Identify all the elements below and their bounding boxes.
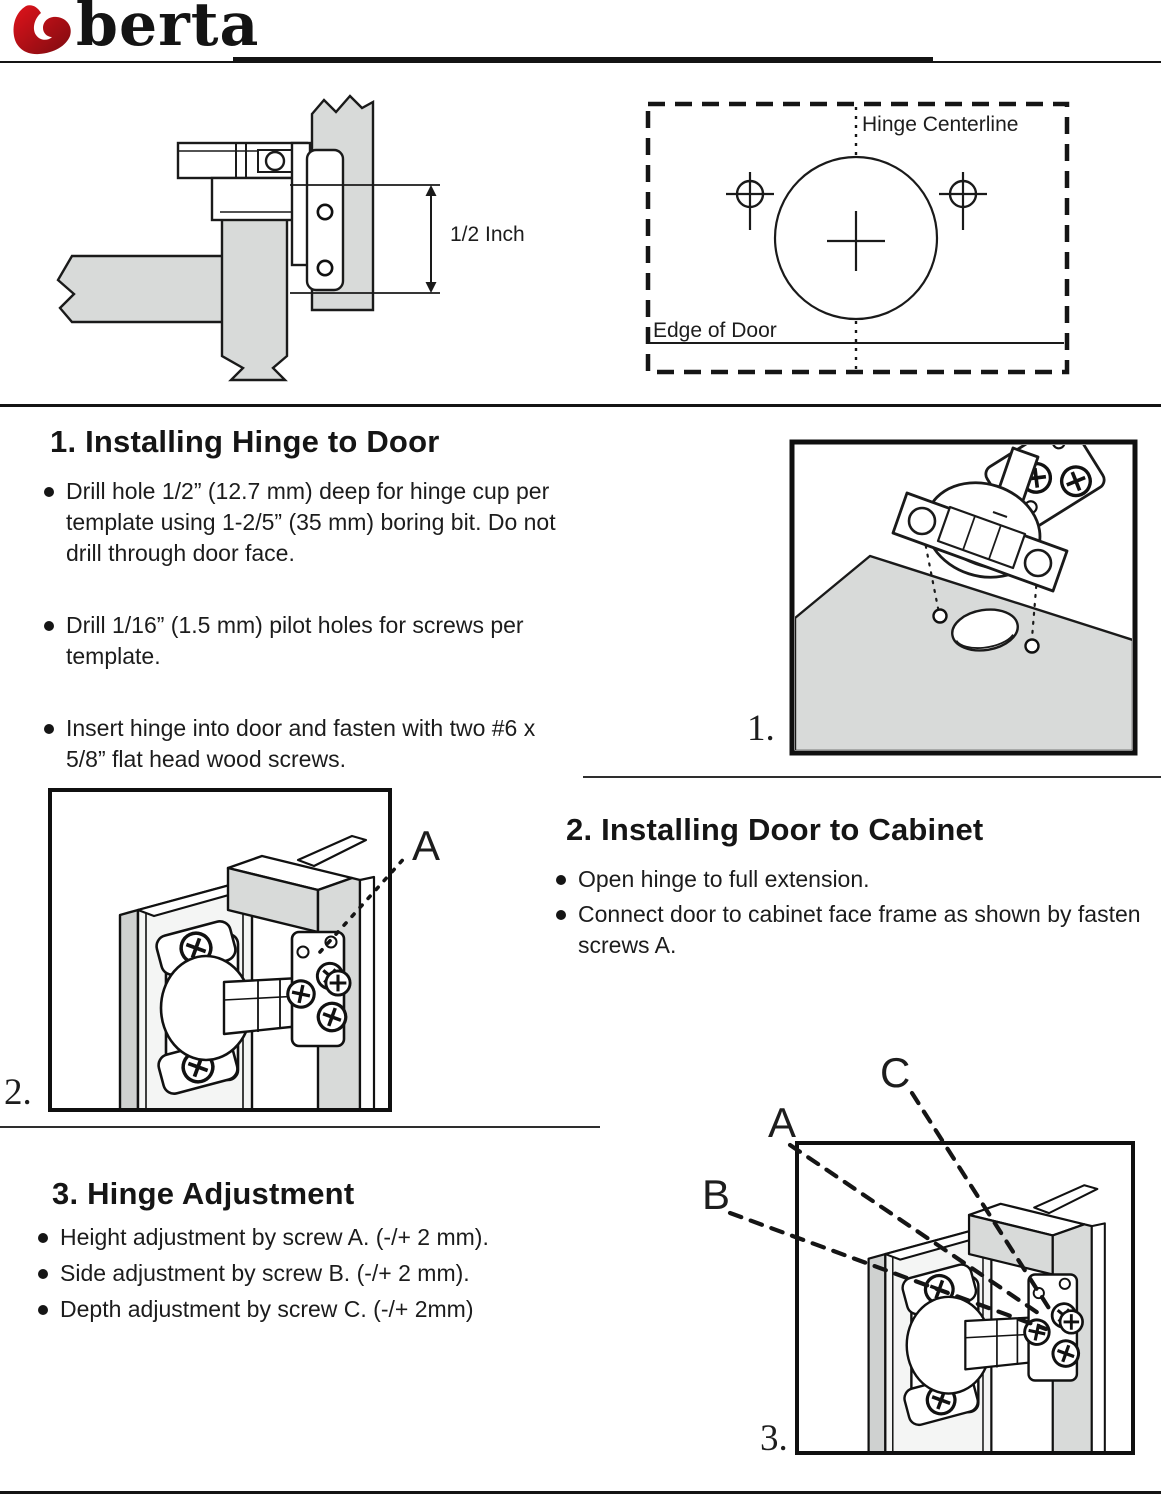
pilot-hole-mark-left [726,172,774,230]
section-3-bullets: Height adjustment by screw A. (-/+ 2 mm)… [38,1222,618,1325]
cross-section-diagram: 1/2 Inch [56,94,525,382]
bullet-item: Drill 1/16” (1.5 mm) pilot holes for scr… [44,610,564,672]
bullet-item: Height adjustment by screw A. (-/+ 2 mm)… [38,1222,618,1253]
footer-rule [0,1491,1161,1494]
section-2: 2. Installing Door to Cabinet Open hinge… [556,812,1156,961]
dimension-label: 1/2 Inch [450,223,525,246]
centerline-label: Hinge Centerline [862,113,1018,136]
pilot-hole-mark-right [939,172,987,230]
bullet-dot [38,1269,48,1279]
figure-3-illustration: C A B 3. [702,1049,1135,1459]
brand-logo-icon [13,5,71,55]
bullet-dot [44,487,54,497]
bullet-dot [38,1305,48,1315]
bullet-item: Side adjustment by screw B. (-/+ 2 mm). [38,1258,618,1289]
callout-c-line [909,1090,1055,1316]
section-2-heading: 2. Installing Door to Cabinet [566,812,984,847]
bullet-item: Depth adjustment by screw C. (-/+ 2mm) [38,1294,618,1325]
bullet-item: Drill hole 1/2” (12.7 mm) deep for hinge… [44,476,564,569]
section-2-bullets: Open hinge to full extension. Connect do… [556,864,1156,961]
bullet-item: Insert hinge into door and fasten with t… [44,713,564,775]
figure-3-label: 3. [760,1418,788,1459]
header-rule [0,61,1161,63]
figure-1-illustration: 1. [747,439,1138,756]
figure-1-label: 1. [747,708,775,749]
bullet-dot [556,910,566,920]
callout-a-line [787,1142,1047,1320]
divider-3 [0,1126,600,1128]
callout-c-label: C [880,1049,910,1096]
bullet-dot [38,1233,48,1243]
brand-name: berta [76,0,260,60]
drilling-template-diagram: Hinge Centerline Edge of Door [645,101,1070,375]
bullet-dot [556,875,566,885]
callout-a-line [318,852,410,954]
divider-2 [583,776,1161,778]
header-rule-thick [233,57,933,62]
callout-b-label: B [702,1171,730,1218]
figure-2-illustration: A 2. [4,788,440,1113]
divider-1 [0,404,1161,407]
callout-a-label: A [768,1099,796,1146]
section-1-heading: 1. Installing Hinge to Door [50,424,440,459]
callout-a-label: A [412,822,440,869]
bullet-dot [44,621,54,631]
section-3: 3. Hinge Adjustment Height adjustment by… [38,1176,618,1325]
callout-b-line [727,1210,1049,1332]
bullet-item: Connect door to cabinet face frame as sh… [556,899,1156,961]
section-3-heading: 3. Hinge Adjustment [52,1176,355,1211]
edge-of-door-label: Edge of Door [653,319,777,342]
bullet-item: Open hinge to full extension. [556,864,1156,895]
figure-2-label: 2. [4,1072,32,1113]
bullet-dot [44,724,54,734]
section-1: 1. Installing Hinge to Door Drill hole 1… [44,424,564,775]
section-1-bullets: Drill hole 1/2” (12.7 mm) deep for hinge… [44,476,564,775]
